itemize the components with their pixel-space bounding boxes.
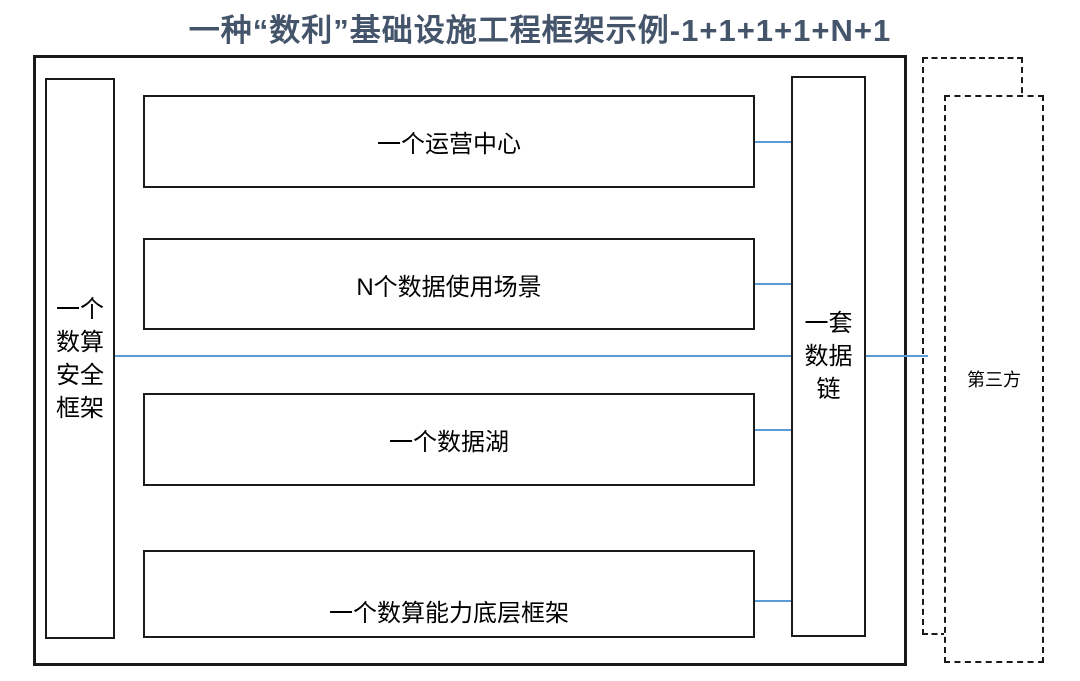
layer-box-label: 一个数据湖	[389, 429, 509, 456]
security-framework-label-line: 安全	[56, 361, 104, 389]
connector-scenarios-to-datachain	[755, 283, 791, 285]
security-framework-label-line: 一个	[56, 295, 104, 323]
connector-capability-to-datachain	[755, 600, 791, 602]
data-chain-label-line: 链	[816, 376, 841, 403]
third-party-box: 第三方	[944, 95, 1044, 663]
data-chain-label-line: 数据	[804, 343, 853, 370]
third-party-label: 第三方	[967, 370, 1021, 390]
main-connector-line	[115, 355, 928, 357]
layer-box-data-use-scenarios: N个数据使用场景	[143, 238, 755, 330]
layer-box-operations-center: 一个运营中心	[143, 95, 755, 188]
layer-box-label: 一个数算能力底层框架	[329, 600, 569, 627]
layer-box-computing-capability-framework: 一个数算能力底层框架	[143, 550, 755, 638]
security-framework-label-line: 框架	[56, 394, 104, 422]
connector-datalake-to-datachain	[755, 429, 791, 431]
data-chain-label-line: 一套	[804, 310, 853, 337]
connector-operations-to-datachain	[755, 141, 791, 143]
security-framework-box: 一个 数算 安全 框架	[45, 78, 115, 639]
data-chain-box: 一套 数据 链	[791, 76, 866, 637]
security-framework-label-line: 数算	[56, 328, 104, 356]
layer-box-label: 一个运营中心	[377, 131, 521, 158]
layer-box-data-lake: 一个数据湖	[143, 393, 755, 486]
layer-box-label: N个数据使用场景	[356, 273, 542, 301]
diagram-title: 一种“数利”基础设施工程框架示例-1+1+1+1+N+1	[188, 13, 892, 48]
